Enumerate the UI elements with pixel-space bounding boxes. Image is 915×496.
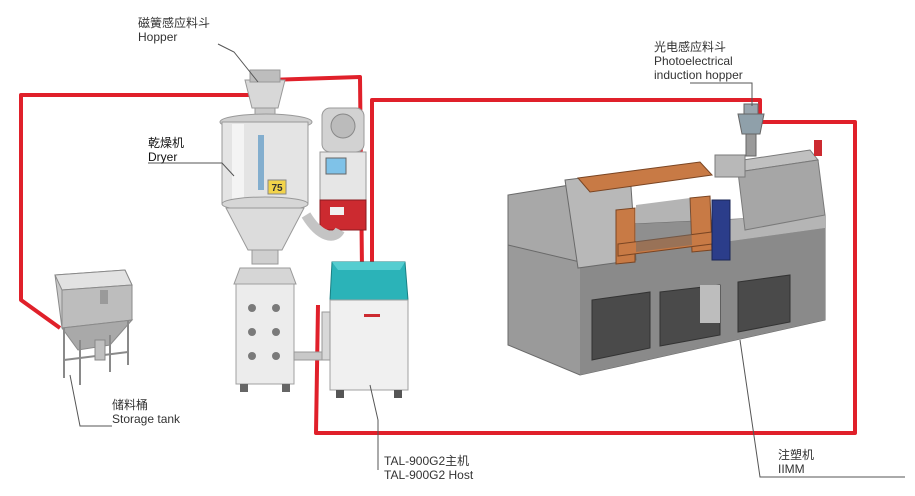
dryer: 75 <box>219 69 367 265</box>
injection-molding-machine <box>507 103 826 376</box>
label-dryer: 乾燥机 Dryer <box>148 136 184 164</box>
pipe-host-to-imm-loop <box>314 98 857 435</box>
dryer-badge: 75 <box>271 183 283 194</box>
label-storage-tank: 储料桶 Storage tank <box>112 398 180 426</box>
label-photo-hopper-cn: 光电感应料斗 <box>654 40 727 54</box>
label-imm: 注塑机 IIMM <box>778 448 814 476</box>
label-hopper-cn: 磁簧感应料斗 <box>138 16 211 30</box>
label-imm-en: IIMM <box>778 462 805 476</box>
label-photo-hopper: 光电感应料斗 Photoelectrical induction hopper <box>654 40 743 82</box>
host-unit <box>321 261 409 398</box>
photoelectric-hopper <box>737 103 765 157</box>
storage-tank <box>54 269 134 385</box>
label-storage-tank-en: Storage tank <box>112 412 181 426</box>
leader-lines <box>69 43 905 478</box>
label-dryer-en: Dryer <box>148 150 178 164</box>
label-host-en: TAL-900G2 Host <box>384 468 474 482</box>
label-photo-hopper-en1: Photoelectrical <box>654 54 733 68</box>
label-imm-cn: 注塑机 <box>778 448 815 462</box>
label-host: TAL-900G2主机 TAL-900G2 Host <box>384 454 473 482</box>
label-host-cn: TAL-900G2主机 <box>384 454 470 468</box>
label-storage-tank-cn: 储料桶 <box>112 398 149 412</box>
label-hopper: 磁簧感应料斗 Hopper <box>138 16 210 44</box>
label-dryer-cn: 乾燥机 <box>148 136 185 150</box>
label-hopper-en: Hopper <box>138 30 178 44</box>
loader-stand <box>233 267 325 392</box>
label-photo-hopper-en2: induction hopper <box>654 68 743 82</box>
